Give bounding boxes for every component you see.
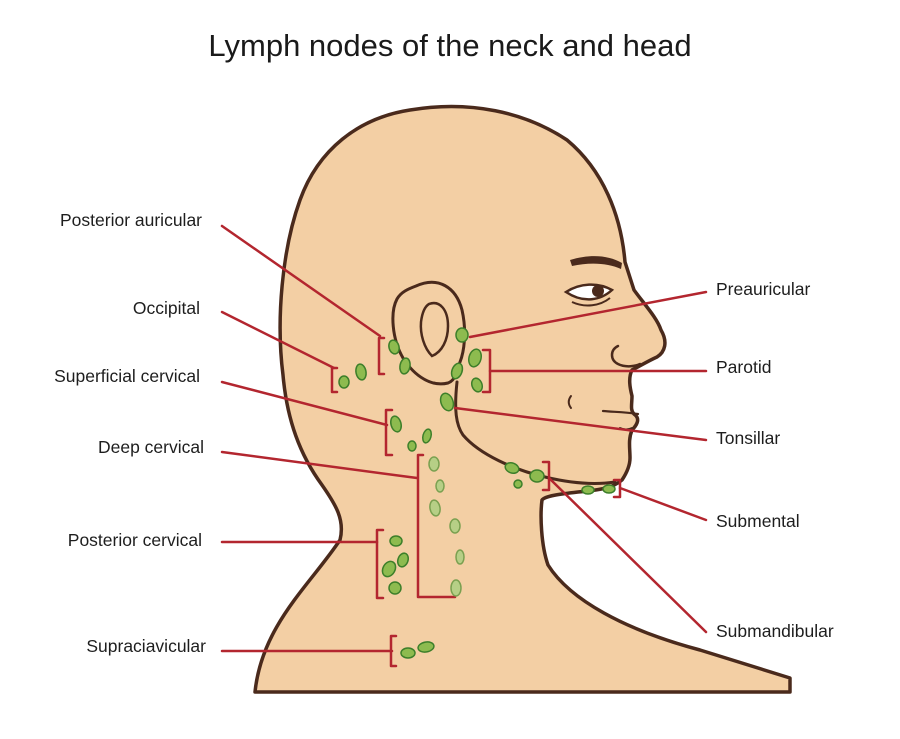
nostril (610, 344, 642, 368)
node-tonsillar (439, 392, 455, 412)
label-tonsillar: Tonsillar (716, 428, 781, 448)
node-deep-cervical (435, 479, 445, 493)
label-supraclavicular: Supraciavicular (86, 636, 206, 656)
bracket-posterior-cervical (375, 528, 385, 600)
node-deep-cervical (428, 456, 440, 472)
leader-deep-cervical (220, 450, 419, 480)
label-parotid: Parotid (716, 357, 772, 377)
node-preauricular (455, 327, 469, 343)
node-parotid (468, 348, 482, 368)
leader-superficial-cervical (220, 380, 389, 427)
node-deep-cervical (455, 549, 465, 565)
mouth (601, 409, 640, 416)
bracket-submandibular (541, 460, 551, 492)
node-superficial-cervical (421, 428, 433, 444)
node-parotid (470, 377, 484, 393)
node-submandibular (529, 469, 545, 483)
label-posterior-cervical: Posterior cervical (67, 530, 202, 550)
label-occipital: Occipital (132, 298, 200, 318)
node-occipital (355, 363, 367, 381)
node-deep-cervical (449, 518, 461, 534)
label-posterior-auricular: Posterior auricular (60, 210, 202, 230)
bracket-occipital (330, 366, 339, 394)
diagram-title: Lymph nodes of the neck and head (208, 28, 692, 63)
leader-tonsillar (453, 406, 708, 442)
eye-lid (571, 297, 611, 307)
leader-posterior-auricular (220, 224, 382, 338)
label-superficial-cervical: Superficial cervical (54, 366, 200, 386)
bracket-posterior-auricular (377, 336, 386, 376)
node-supraclavicular (417, 641, 435, 653)
node-submandibular (504, 461, 520, 475)
label-submandibular: Submandibular (716, 621, 834, 641)
node-parotid (450, 362, 464, 380)
bracket-superficial-cervical (384, 408, 394, 457)
node-submental (581, 485, 595, 495)
node-deep-cervical (429, 499, 441, 517)
cheek-line (567, 395, 572, 409)
node-submental (602, 484, 616, 494)
jaw-line (454, 380, 617, 485)
node-posterior-auricular (399, 357, 411, 375)
node-deep-cervical (450, 579, 462, 597)
leader-preauricular (468, 290, 708, 339)
node-supraclavicular (400, 647, 416, 659)
node-posterior-cervical (381, 560, 397, 578)
node-posterior-cervical (389, 535, 403, 547)
label-submental: Submental (716, 511, 800, 531)
node-occipital (338, 375, 350, 389)
eye-iris (592, 285, 604, 297)
ear-inner (419, 301, 450, 358)
eyebrow (570, 256, 622, 269)
ear-outer (391, 280, 467, 386)
node-submandibular (513, 479, 523, 489)
node-superficial-cervical (407, 440, 417, 452)
label-deep-cervical: Deep cervical (97, 437, 204, 457)
leader-submental (618, 486, 708, 522)
leader-submandibular (547, 476, 708, 634)
node-posterior-cervical (388, 581, 402, 595)
node-posterior-auricular (388, 339, 400, 355)
label-preauricular: Preauricular (716, 279, 811, 299)
node-superficial-cervical (389, 415, 403, 433)
leader-occipital (220, 310, 336, 370)
head-silhouette (253, 104, 792, 694)
bracket-supraclavicular (389, 634, 398, 668)
bracket-deep-cervical (416, 453, 457, 599)
node-posterior-cervical (396, 552, 410, 568)
